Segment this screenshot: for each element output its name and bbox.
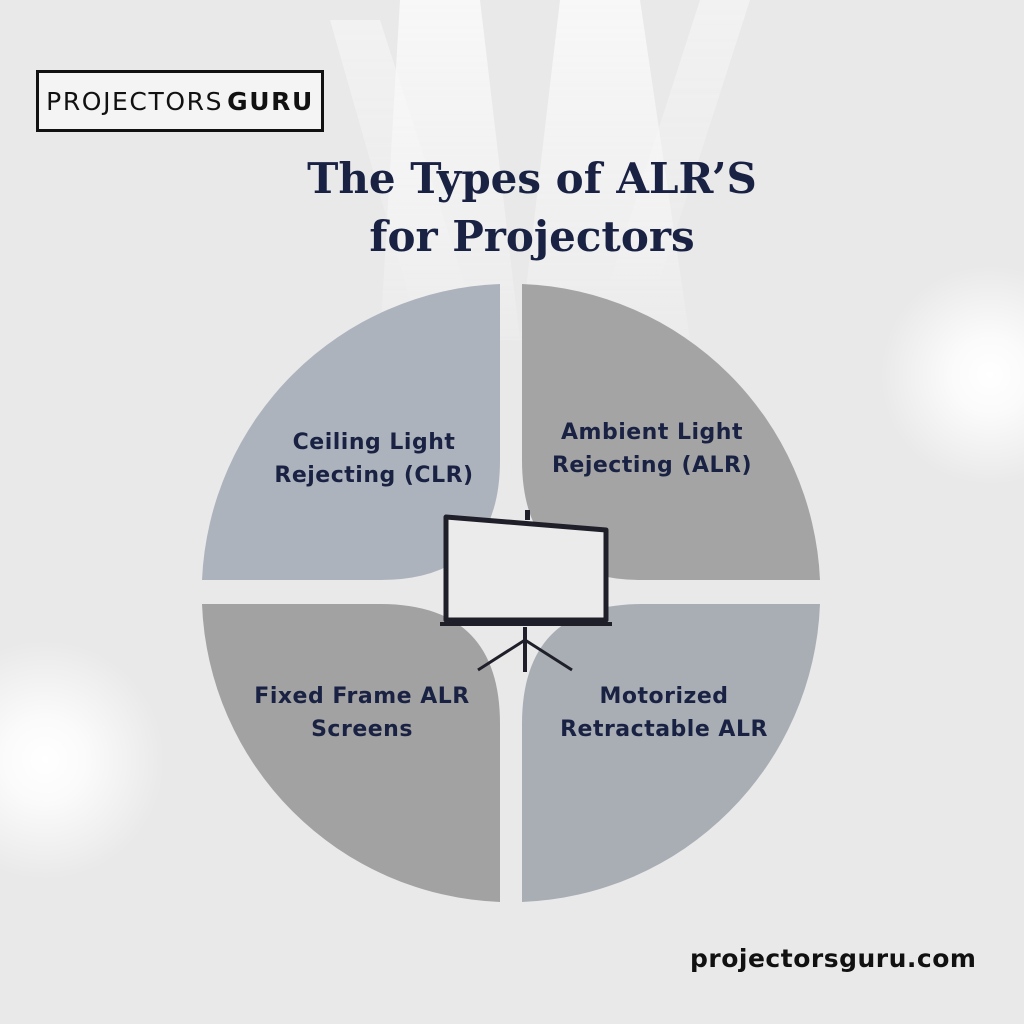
quadrant-top-left-shape [202,284,500,580]
quadrant-bottom-right-line-2: Retractable ALR [560,717,768,742]
glow-left [0,640,165,880]
quadrant-bottom-left-label: Fixed Frame ALR Screens [232,680,492,746]
website-url: projectorsguru.com [690,944,977,973]
quadrant-top-right-label: Ambient Light Rejecting (ALR) [522,416,782,482]
brand-logo-light: PROJECTORS [46,86,224,116]
quadrant-top-right-shape [522,284,820,580]
brand-logo: PROJECTORS GURU [36,70,324,132]
quadrant-bottom-left-line-2: Screens [311,717,413,742]
quadrant-bottom-left-shape [202,604,500,902]
quadrant-top-left-line-1: Ceiling Light [292,430,456,455]
quadrant-bottom-left-line-1: Fixed Frame ALR [254,684,470,709]
light-beams [330,0,750,340]
page-title-line-2: for Projectors [369,212,695,261]
quadrant-bottom-right-shape [522,604,820,902]
page-title-line-1: The Types of ALR’S [307,154,757,203]
quadrant-top-right-line-2: Rejecting (ALR) [551,453,753,478]
brand-logo-bold: GURU [227,86,314,116]
quadrant-top-left-line-2: Rejecting (CLR) [274,463,474,488]
page-title: The Types of ALR’S for Projectors [212,150,852,266]
projector-screen-icon [440,510,612,672]
quadrant-bottom-right-label: Motorized Retractable ALR [534,680,794,746]
quadrant-bottom-right-line-1: Motorized [599,684,729,709]
glow-right [880,265,1024,485]
quadrant-top-left-label: Ceiling Light Rejecting (CLR) [244,426,504,492]
quadrant-top-right-line-1: Ambient Light [561,420,743,445]
